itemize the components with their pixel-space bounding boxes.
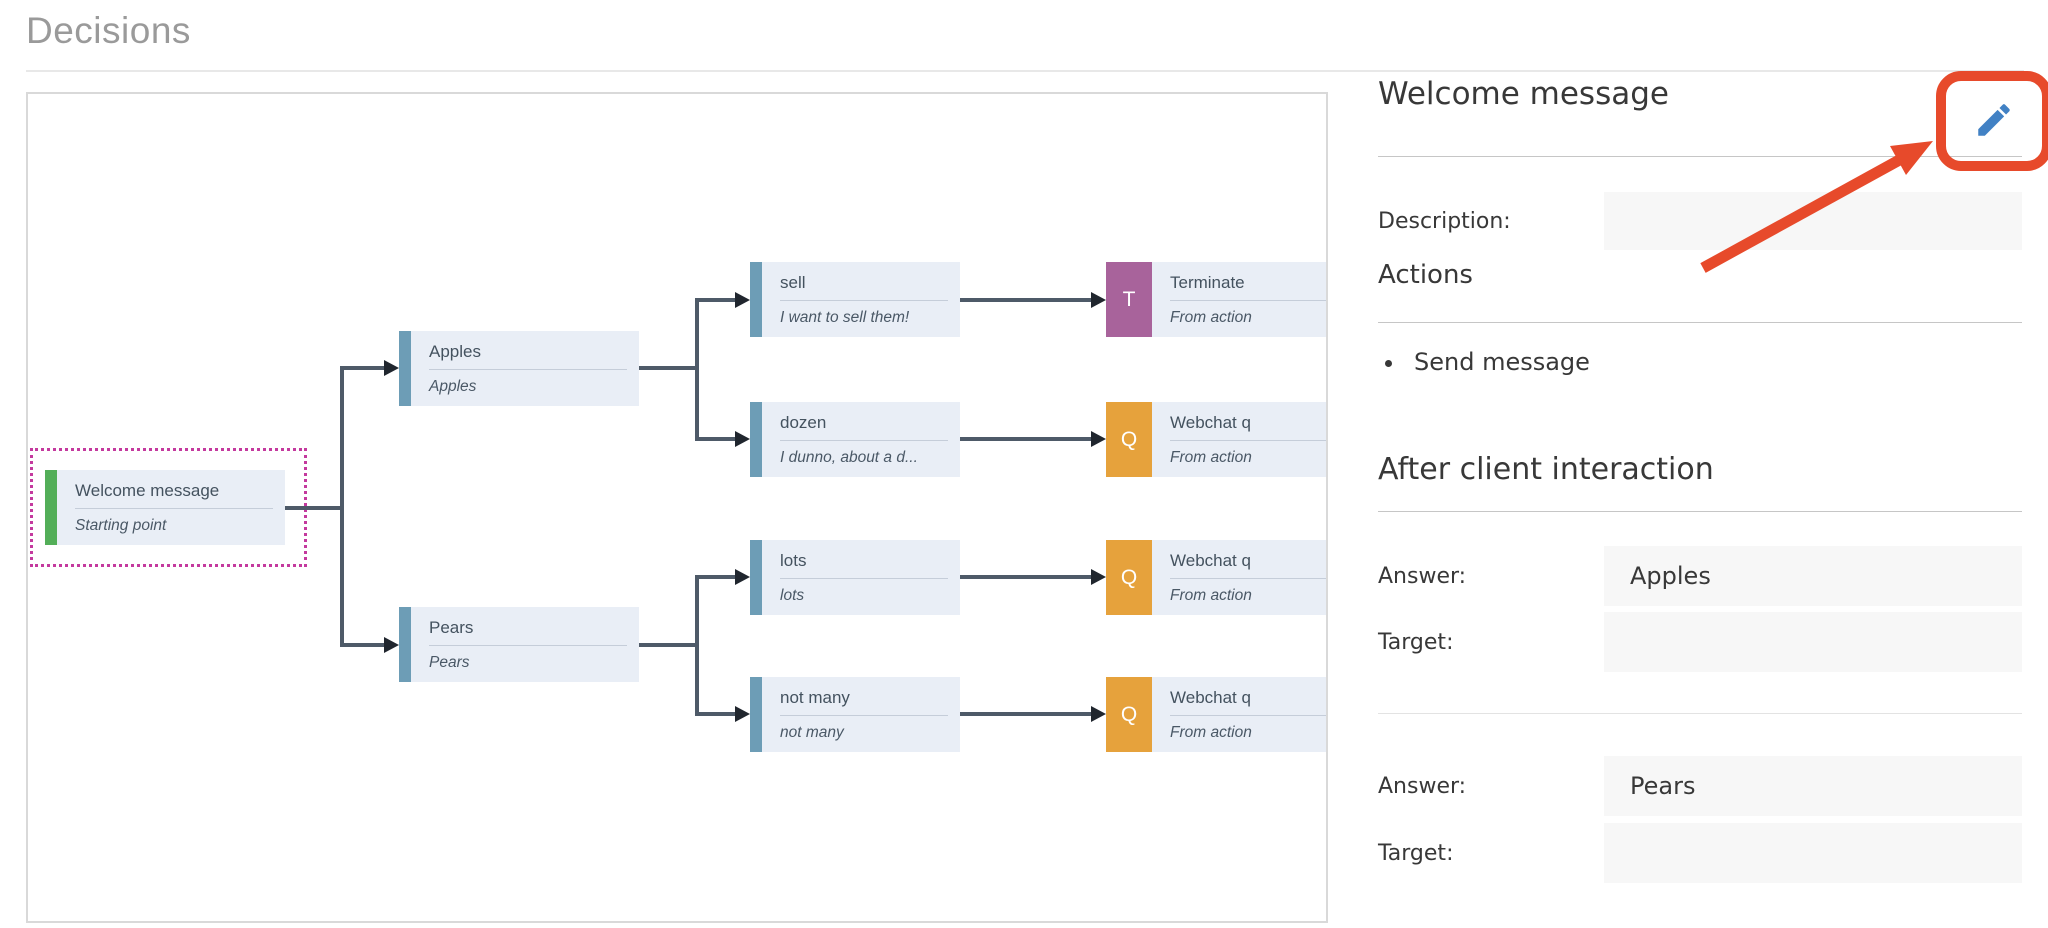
node-subtitle: From action xyxy=(1170,724,1252,741)
node-subtitle: Apples xyxy=(429,378,477,395)
actions-divider xyxy=(1378,322,2022,323)
node-title: not many xyxy=(780,688,850,707)
node-subtitle: lots xyxy=(780,587,805,604)
node-color-bar xyxy=(399,331,411,406)
node-webchat-q-1[interactable]: Q Webchat q From action xyxy=(1106,402,1326,477)
node-subtitle: From action xyxy=(1170,449,1252,466)
node-title: Webchat q xyxy=(1170,551,1251,570)
node-apples[interactable]: Apples Apples xyxy=(399,331,639,406)
node-divider xyxy=(780,440,948,441)
node-terminate[interactable]: T Terminate From action xyxy=(1106,262,1326,337)
node-subtitle: From action xyxy=(1170,309,1252,326)
node-sell[interactable]: sell I want to sell them! xyxy=(750,262,960,337)
node-color-bar xyxy=(399,607,411,682)
actions-heading: Actions xyxy=(1378,260,1473,290)
start-node-color-bar xyxy=(45,470,57,545)
action-item: Send message xyxy=(1406,348,1590,376)
answer-value-field: Pears xyxy=(1604,756,2022,816)
description-label: Description: xyxy=(1378,208,1511,234)
node-webchat-q-2[interactable]: Q Webchat q From action xyxy=(1106,540,1326,615)
description-value-field xyxy=(1604,192,2022,250)
node-divider xyxy=(75,508,273,509)
actions-list: Send message xyxy=(1382,348,1590,376)
pencil-icon xyxy=(1973,99,2015,144)
answer-row: Answer: Pears xyxy=(1378,756,2022,816)
panel-title-divider xyxy=(1378,156,2022,157)
node-pears[interactable]: Pears Pears xyxy=(399,607,639,682)
after-interaction-heading: After client interaction xyxy=(1378,452,1714,487)
node-title: sell xyxy=(780,273,806,292)
node-details-panel: Welcome message Description: Actions Sen… xyxy=(1378,70,2036,928)
node-divider xyxy=(1170,578,1326,579)
answer-label: Answer: xyxy=(1378,563,1467,589)
node-divider xyxy=(429,369,627,370)
page-title: Decisions xyxy=(26,10,191,51)
node-divider xyxy=(1170,300,1326,301)
node-title: Terminate xyxy=(1170,273,1245,292)
node-divider xyxy=(780,578,948,579)
group-divider xyxy=(1378,713,2022,714)
target-row: Target: xyxy=(1378,612,2022,672)
node-color-bar xyxy=(750,262,762,337)
answer-row: Answer: Apples xyxy=(1378,546,2022,606)
target-value-field xyxy=(1604,823,2022,883)
description-row: Description: xyxy=(1378,192,2022,250)
node-lots[interactable]: lots lots xyxy=(750,540,960,615)
tree-connectors xyxy=(285,292,1106,722)
node-subtitle: Starting point xyxy=(75,517,167,534)
page-title-divider xyxy=(26,70,2024,72)
question-icon: Q xyxy=(1106,540,1152,615)
node-subtitle: Pears xyxy=(429,654,470,671)
node-title: lots xyxy=(780,551,807,570)
node-color-bar xyxy=(750,540,762,615)
decision-tree-canvas: Welcome message Starting point Apples Ap… xyxy=(26,92,1328,923)
target-row: Target: xyxy=(1378,823,2022,883)
node-subtitle: I dunno, about a d... xyxy=(780,449,918,466)
node-title: Apples xyxy=(429,342,481,361)
target-value-field xyxy=(1604,612,2022,672)
node-title: Webchat q xyxy=(1170,413,1251,432)
node-title: dozen xyxy=(780,413,827,432)
node-divider xyxy=(1170,440,1326,441)
question-icon: Q xyxy=(1106,677,1152,752)
node-divider xyxy=(429,645,627,646)
after-interaction-divider xyxy=(1378,511,2022,512)
node-divider xyxy=(1170,715,1326,716)
node-not-many[interactable]: not many not many xyxy=(750,677,960,752)
target-label: Target: xyxy=(1378,840,1454,866)
answer-label: Answer: xyxy=(1378,773,1467,799)
node-title: Webchat q xyxy=(1170,688,1251,707)
node-webchat-q-3[interactable]: Q Webchat q From action xyxy=(1106,677,1326,752)
node-subtitle: I want to sell them! xyxy=(780,309,910,326)
node-color-bar xyxy=(750,402,762,477)
node-dozen[interactable]: dozen I dunno, about a d... xyxy=(750,402,960,477)
target-label: Target: xyxy=(1378,629,1454,655)
question-icon: Q xyxy=(1106,402,1152,477)
node-subtitle: From action xyxy=(1170,587,1252,604)
edit-node-button[interactable] xyxy=(1952,86,2036,156)
node-color-bar xyxy=(750,677,762,752)
node-divider xyxy=(780,715,948,716)
node-title: Welcome message xyxy=(75,481,220,500)
node-divider xyxy=(780,300,948,301)
details-panel-title: Welcome message xyxy=(1378,76,1669,112)
answer-value-field: Apples xyxy=(1604,546,2022,606)
node-title: Pears xyxy=(429,618,474,637)
node-welcome-message[interactable]: Welcome message Starting point xyxy=(45,470,285,545)
terminate-icon: T xyxy=(1106,262,1152,337)
node-subtitle: not many xyxy=(780,724,844,741)
